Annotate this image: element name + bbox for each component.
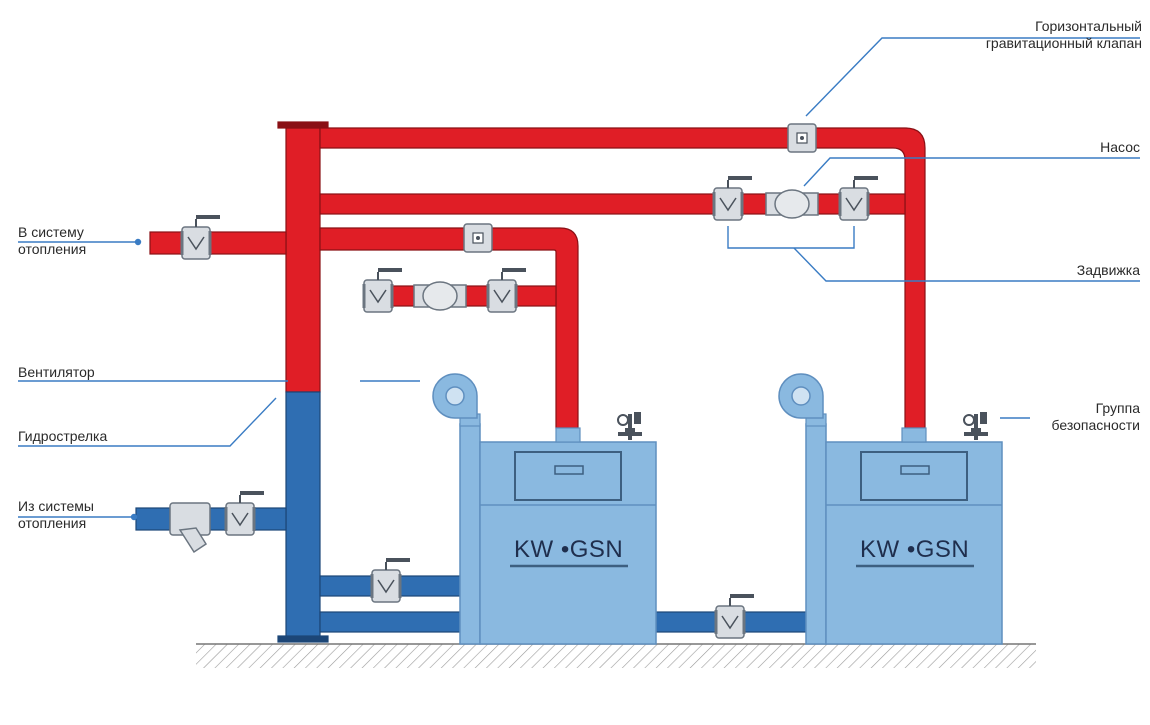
strainer	[169, 502, 211, 554]
boiler-left	[432, 373, 657, 645]
label-fan: Вентилятор	[18, 364, 95, 380]
label-safety-group-line2: безопасности	[1051, 417, 1140, 433]
gravity-valve	[787, 123, 817, 153]
boiler-left-brand: KW •GSN	[514, 536, 624, 563]
label-safety-group: Группа безопасности	[1051, 400, 1140, 434]
label-from-heating: Из системы отопления	[18, 498, 94, 532]
safety-group-left	[616, 410, 644, 442]
label-pump: Насос	[1100, 139, 1140, 155]
boiler-right	[778, 373, 1003, 645]
pump-left	[413, 281, 467, 311]
floor	[196, 643, 1036, 668]
safety-group-right	[962, 410, 990, 442]
label-from-heating-line1: Из системы	[18, 498, 94, 514]
check-valve-left	[463, 223, 493, 253]
label-gravity-valve-line2: гравитационный клапан	[985, 35, 1142, 51]
label-gate-valve: Задвижка	[1076, 262, 1140, 278]
label-gravity-valve-line1: Горизонтальный	[1035, 18, 1142, 34]
label-to-heating-line2: отопления	[18, 241, 87, 257]
label-from-heating-line2: отопления	[18, 515, 87, 531]
label-to-heating-line1: В систему	[18, 224, 84, 240]
boiler-right-brand: KW •GSN	[860, 536, 970, 563]
pump-right	[765, 189, 819, 219]
label-gravity-valve: Горизонтальный гравитационный клапан	[986, 18, 1142, 52]
leader-lines	[18, 37, 1140, 521]
label-to-heating: В систему отопления	[18, 224, 86, 258]
label-hydro-arrow: Гидрострелка	[18, 428, 108, 444]
label-safety-group-line1: Группа	[1095, 400, 1140, 416]
